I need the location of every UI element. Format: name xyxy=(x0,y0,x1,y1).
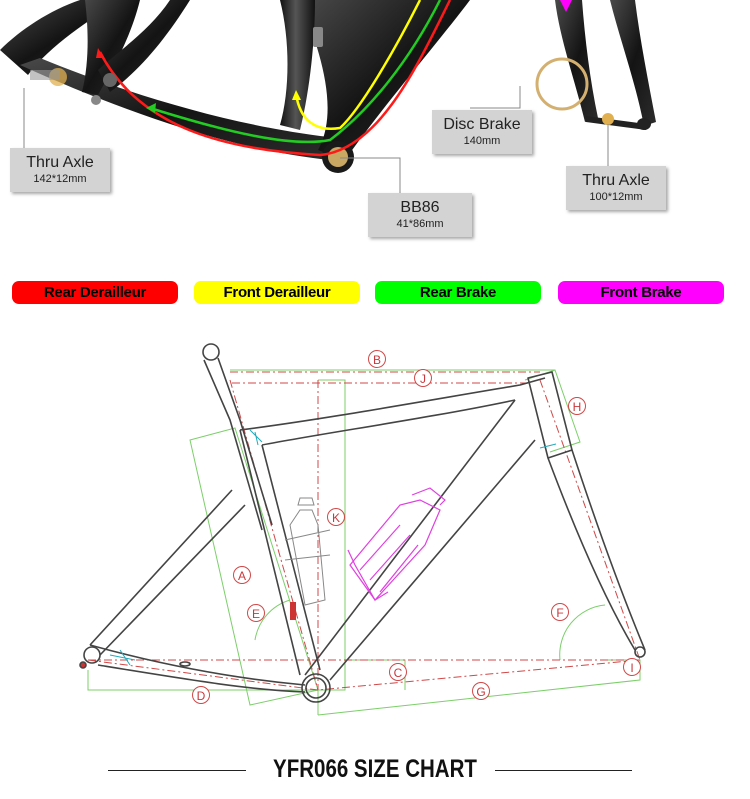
disc-brake-marker xyxy=(535,57,589,111)
fork-blade-right xyxy=(610,0,656,126)
legend-rear-derailleur: Rear Derailleur xyxy=(12,281,178,304)
size-chart-title: YFR066 SIZE CHART xyxy=(273,755,477,783)
callout-name: Thru Axle xyxy=(26,154,94,171)
callout-spec: 140mm xyxy=(463,135,501,147)
bb-callout: BB86 41*86mm xyxy=(368,193,472,237)
down-tube xyxy=(300,0,470,160)
red-centerlines xyxy=(87,371,641,691)
dim-label-i: I xyxy=(623,658,641,676)
callout-name: BB86 xyxy=(400,199,440,216)
seat-tube-bottle xyxy=(284,497,331,606)
front-brake-arrow xyxy=(560,0,572,12)
callout-name: Thru Axle xyxy=(582,172,650,189)
dim-label-c: C xyxy=(389,663,407,681)
rear-brake-route xyxy=(149,0,442,144)
callout-name: Disc Brake xyxy=(443,116,521,133)
dim-label-k: K xyxy=(327,508,345,526)
green-dimension-lines xyxy=(87,369,641,716)
dim-label-e: E xyxy=(247,604,265,622)
legend-rear-brake: Rear Brake xyxy=(375,281,541,304)
title-rule-right xyxy=(495,770,632,771)
dim-label-a: A xyxy=(233,566,251,584)
seat-tube xyxy=(82,0,140,95)
frame-photo xyxy=(0,0,656,193)
rear-thru-axle-callout: Thru Axle 142*12mm xyxy=(10,148,110,192)
dim-label-j: J xyxy=(414,369,432,387)
front-derailleur-route xyxy=(294,0,422,130)
callout-spec: 142*12mm xyxy=(33,173,87,185)
disc-brake-callout: Disc Brake 140mm xyxy=(432,110,532,154)
legend-front-brake: Front Brake xyxy=(558,281,724,304)
title-rule-left xyxy=(108,770,246,771)
frame-outline xyxy=(79,343,646,703)
legend-front-derailleur: Front Derailleur xyxy=(194,281,360,304)
front-thru-axle-callout: Thru Axle 100*12mm xyxy=(566,166,666,210)
dim-label-b: B xyxy=(368,350,386,368)
down-tube-bottle xyxy=(347,487,446,601)
dim-label-h: H xyxy=(568,397,586,415)
dim-label-d: D xyxy=(192,686,210,704)
callout-spec: 41*86mm xyxy=(396,218,444,230)
callout-spec: 100*12mm xyxy=(589,191,643,203)
dim-label-f: F xyxy=(551,603,569,621)
dim-label-g: G xyxy=(472,682,490,700)
